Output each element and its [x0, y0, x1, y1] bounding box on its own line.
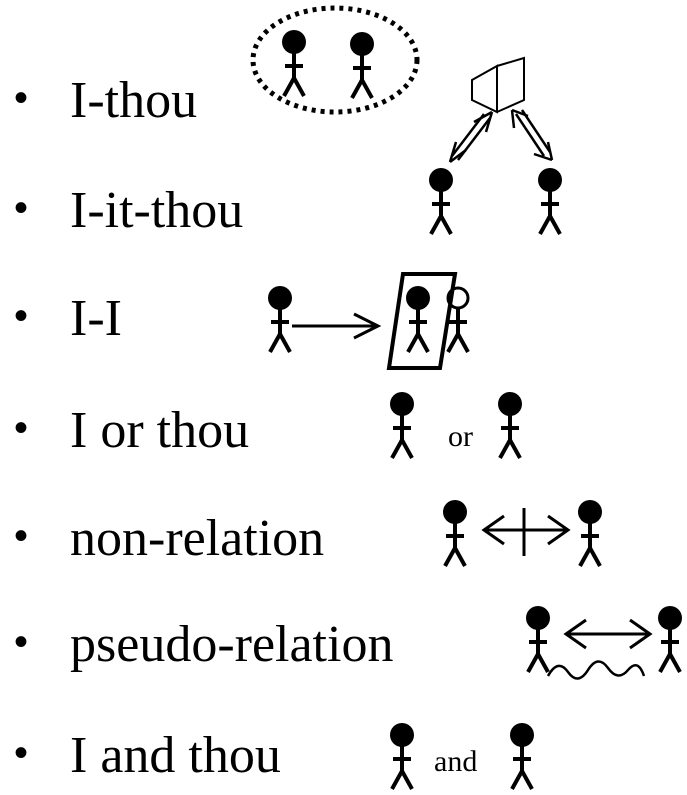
bullet: •: [14, 294, 29, 338]
stick-figure-icon: [427, 166, 455, 236]
double-arrow-icon: [563, 618, 653, 650]
stick-figure-icon: [656, 604, 684, 674]
i-and-thou-illustration: [388, 721, 536, 791]
item-label: I-thou: [70, 72, 198, 129]
arrow-right-icon: [292, 312, 382, 340]
non-relation-illustration: [441, 498, 604, 568]
item-i-thou: • I-thou: [0, 60, 687, 140]
wavy-line: [546, 660, 646, 680]
stick-figure-icon: [536, 166, 564, 236]
item-label: pseudo-relation: [70, 616, 394, 673]
item-label: I or thou: [70, 402, 250, 459]
stick-figure-icon: [280, 28, 308, 98]
i-i-illustration: [266, 272, 470, 370]
item-i-i: • I-I: [0, 278, 687, 358]
item-pseudo-relation: • pseudo-relation: [0, 604, 687, 684]
pseudo-relation-illustration: [524, 604, 684, 680]
item-label: I-it-thou: [70, 182, 244, 239]
dotted-oval: [250, 5, 420, 115]
bullet: •: [14, 406, 29, 450]
stick-figure-icon: [388, 721, 416, 791]
item-i-or-thou: • I or thou or: [0, 390, 687, 470]
blocked-double-arrow-icon: [481, 508, 571, 556]
connector-or: or: [448, 420, 473, 453]
mirror-frame: [386, 272, 458, 370]
item-i-and-thou: • I and thou and: [0, 715, 687, 795]
stick-figure-icon: [524, 604, 552, 674]
double-arrow-icon: [448, 108, 554, 163]
bullet: •: [14, 731, 29, 775]
i-or-thou-illustration: [388, 390, 524, 460]
item-non-relation: • non-relation: [0, 498, 687, 578]
stick-figure-icon: [441, 498, 469, 568]
stick-figure-icon: [348, 30, 376, 100]
open-book-icon: [471, 56, 525, 114]
stick-figure-icon: [508, 721, 536, 791]
item-i-it-thou: • I-it-thou: [0, 170, 687, 250]
bullet: •: [14, 76, 29, 120]
i-thou-illustration: [250, 5, 420, 115]
stick-figure-icon: [576, 498, 604, 568]
i-it-thou-illustration: [427, 56, 564, 236]
bullet: •: [14, 514, 29, 558]
stick-figure-icon: [404, 284, 432, 354]
stick-figure-icon: [496, 390, 524, 460]
item-label: non-relation: [70, 510, 325, 567]
stick-figure-icon: [266, 284, 294, 354]
bullet: •: [14, 620, 29, 664]
connector-and: and: [434, 745, 478, 778]
item-label: I and thou: [70, 727, 281, 784]
item-label: I-I: [70, 290, 122, 347]
reflection-figure-icon: [446, 286, 470, 353]
bullet: •: [14, 186, 29, 230]
stick-figure-icon: [388, 390, 416, 460]
